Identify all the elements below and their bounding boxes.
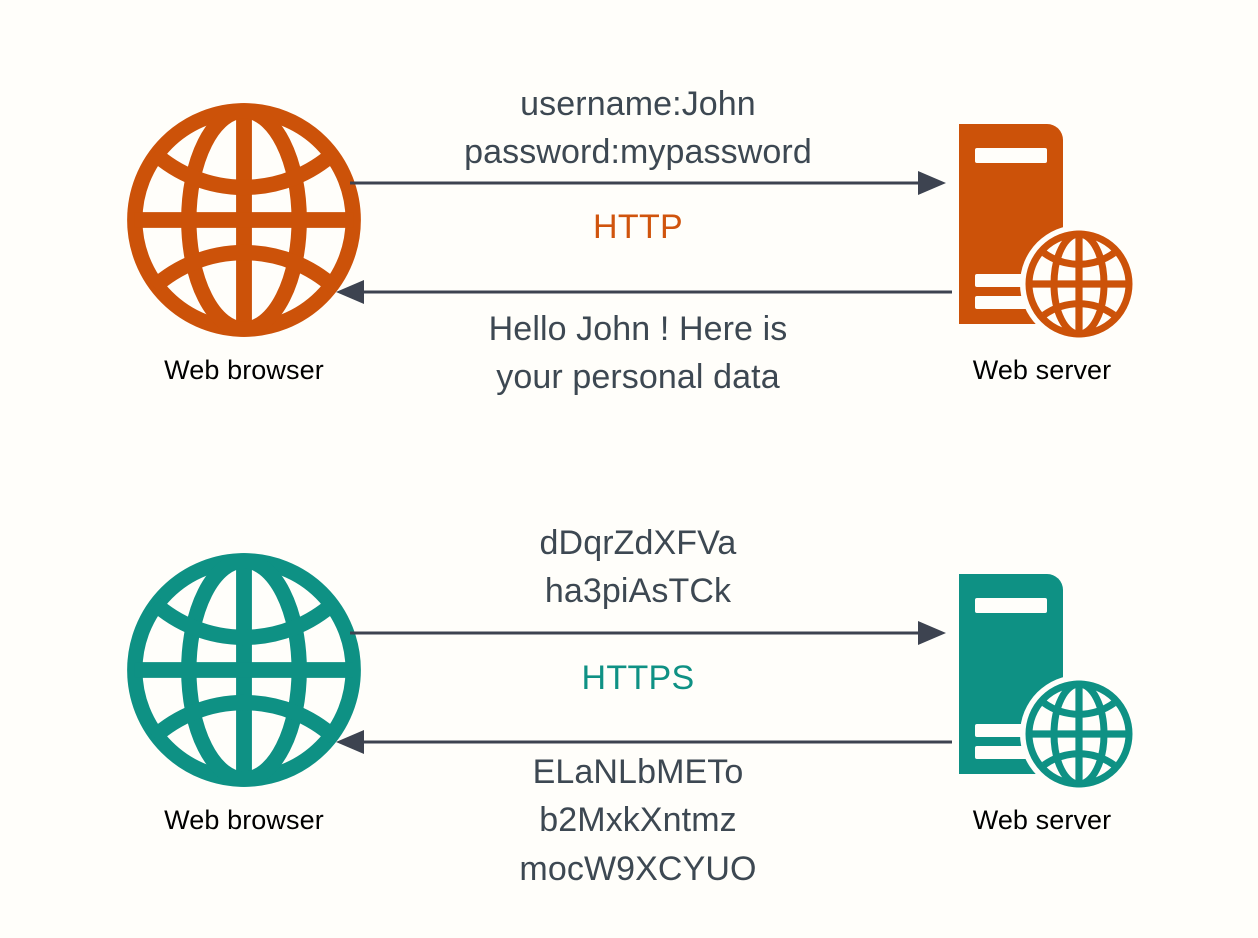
globe-icon (127, 103, 361, 337)
https-response-arrow (336, 730, 952, 754)
https-request-text: dDqrZdXFVa ha3piAsTCk (539, 524, 737, 611)
https-response-text: ELaNLbMETo b2MxkXntmz mocW9XCYUO (519, 753, 757, 888)
server-top-slot (975, 148, 1047, 163)
http-protocol-label: HTTP (593, 208, 683, 246)
https-web-browser-node: Web browser (112, 550, 376, 834)
http-web-server-node: Web server (922, 100, 1162, 384)
node-label: Web server (972, 805, 1112, 835)
server-top-slot (975, 598, 1047, 613)
node-label: Web browser (164, 805, 324, 835)
globe-icon (127, 553, 361, 787)
https-request-arrow (350, 621, 946, 645)
http-response-text: Hello John ! Here is your personal data (488, 310, 788, 397)
https-web-server-node: Web server (922, 550, 1162, 834)
node-label: Web browser (164, 355, 324, 385)
http-request-text: username:John password:mypassword (464, 85, 812, 172)
server-globe-icon (959, 124, 1138, 343)
server-globe-icon-inner (1025, 230, 1133, 338)
server-globe-icon-inner (1025, 680, 1133, 788)
https-protocol-label: HTTPS (581, 659, 695, 697)
http-web-browser-node: Web browser (112, 100, 376, 384)
node-label: Web server (972, 355, 1112, 385)
http-response-arrow (336, 280, 952, 304)
http-request-arrow (350, 171, 946, 195)
server-globe-icon (959, 574, 1138, 793)
